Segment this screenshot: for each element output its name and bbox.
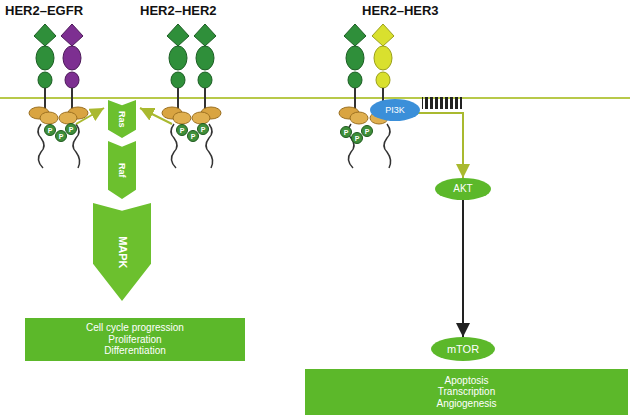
signal-arrow [140, 108, 172, 124]
signal-ellipse: AKT [435, 178, 491, 200]
pathway-step: MAPK [93, 203, 151, 301]
node-text: Transcription [438, 386, 495, 398]
node-text: Cell cycle progression [86, 322, 184, 334]
phosphate-label: P [69, 126, 74, 133]
receptor [192, 24, 221, 168]
node-text: Apoptosis [445, 375, 489, 387]
phosphate-circle [177, 125, 188, 136]
phosphate-circle [352, 133, 363, 144]
node-text: MAPK [116, 236, 129, 268]
signal-arrow [76, 108, 104, 124]
node-text: Proliferation [108, 334, 161, 346]
phosphate-circle [198, 124, 209, 135]
phosphate-label: P [48, 127, 53, 134]
dimer-heading: HER2–EGFR [5, 3, 83, 19]
phosphate-label: P [355, 135, 360, 142]
node-text: mTOR [447, 343, 479, 356]
outcome-box: Cell cycle progressionProliferationDiffe… [25, 318, 245, 361]
phosphate-circle [341, 127, 352, 138]
phosphate-label: P [201, 126, 206, 133]
pathway-arrow [418, 113, 463, 178]
pathway-arrow [462, 200, 464, 337]
phosphate-label: P [365, 128, 370, 135]
node-text: Raf [117, 163, 127, 178]
dimer-heading: HER2–HER3 [362, 3, 439, 19]
phosphate-circle [56, 131, 67, 142]
phosphate-label: P [344, 129, 349, 136]
membrane-channel [422, 97, 462, 109]
signal-ellipse: mTOR [431, 337, 495, 361]
receptor [370, 24, 399, 168]
phosphate-label: P [59, 133, 64, 140]
node-text: Angiogenesis [436, 398, 496, 410]
phosphate-label: P [180, 127, 185, 134]
phosphate-circle [188, 131, 199, 142]
phosphate-circle [66, 124, 77, 135]
pathway-step: Ras [108, 100, 136, 138]
signal-ellipse: PI3K [370, 99, 420, 121]
node-text: Differentiation [104, 345, 166, 357]
membrane-line [0, 97, 630, 99]
phosphate-label: P [191, 133, 196, 140]
phosphate-circle [362, 126, 373, 137]
phosphate-circle [45, 125, 56, 136]
node-text: PI3K [385, 105, 405, 115]
receptor [29, 24, 58, 168]
receptor [339, 24, 368, 168]
receptor [59, 24, 88, 168]
receptor [162, 24, 191, 168]
pathway-step: Raf [108, 141, 136, 199]
outcome-box: ApoptosisTranscriptionAngiogenesis [305, 369, 628, 415]
dimer-heading: HER2–HER2 [140, 3, 217, 19]
node-text: AKT [453, 183, 472, 195]
node-text: Ras [117, 111, 127, 128]
